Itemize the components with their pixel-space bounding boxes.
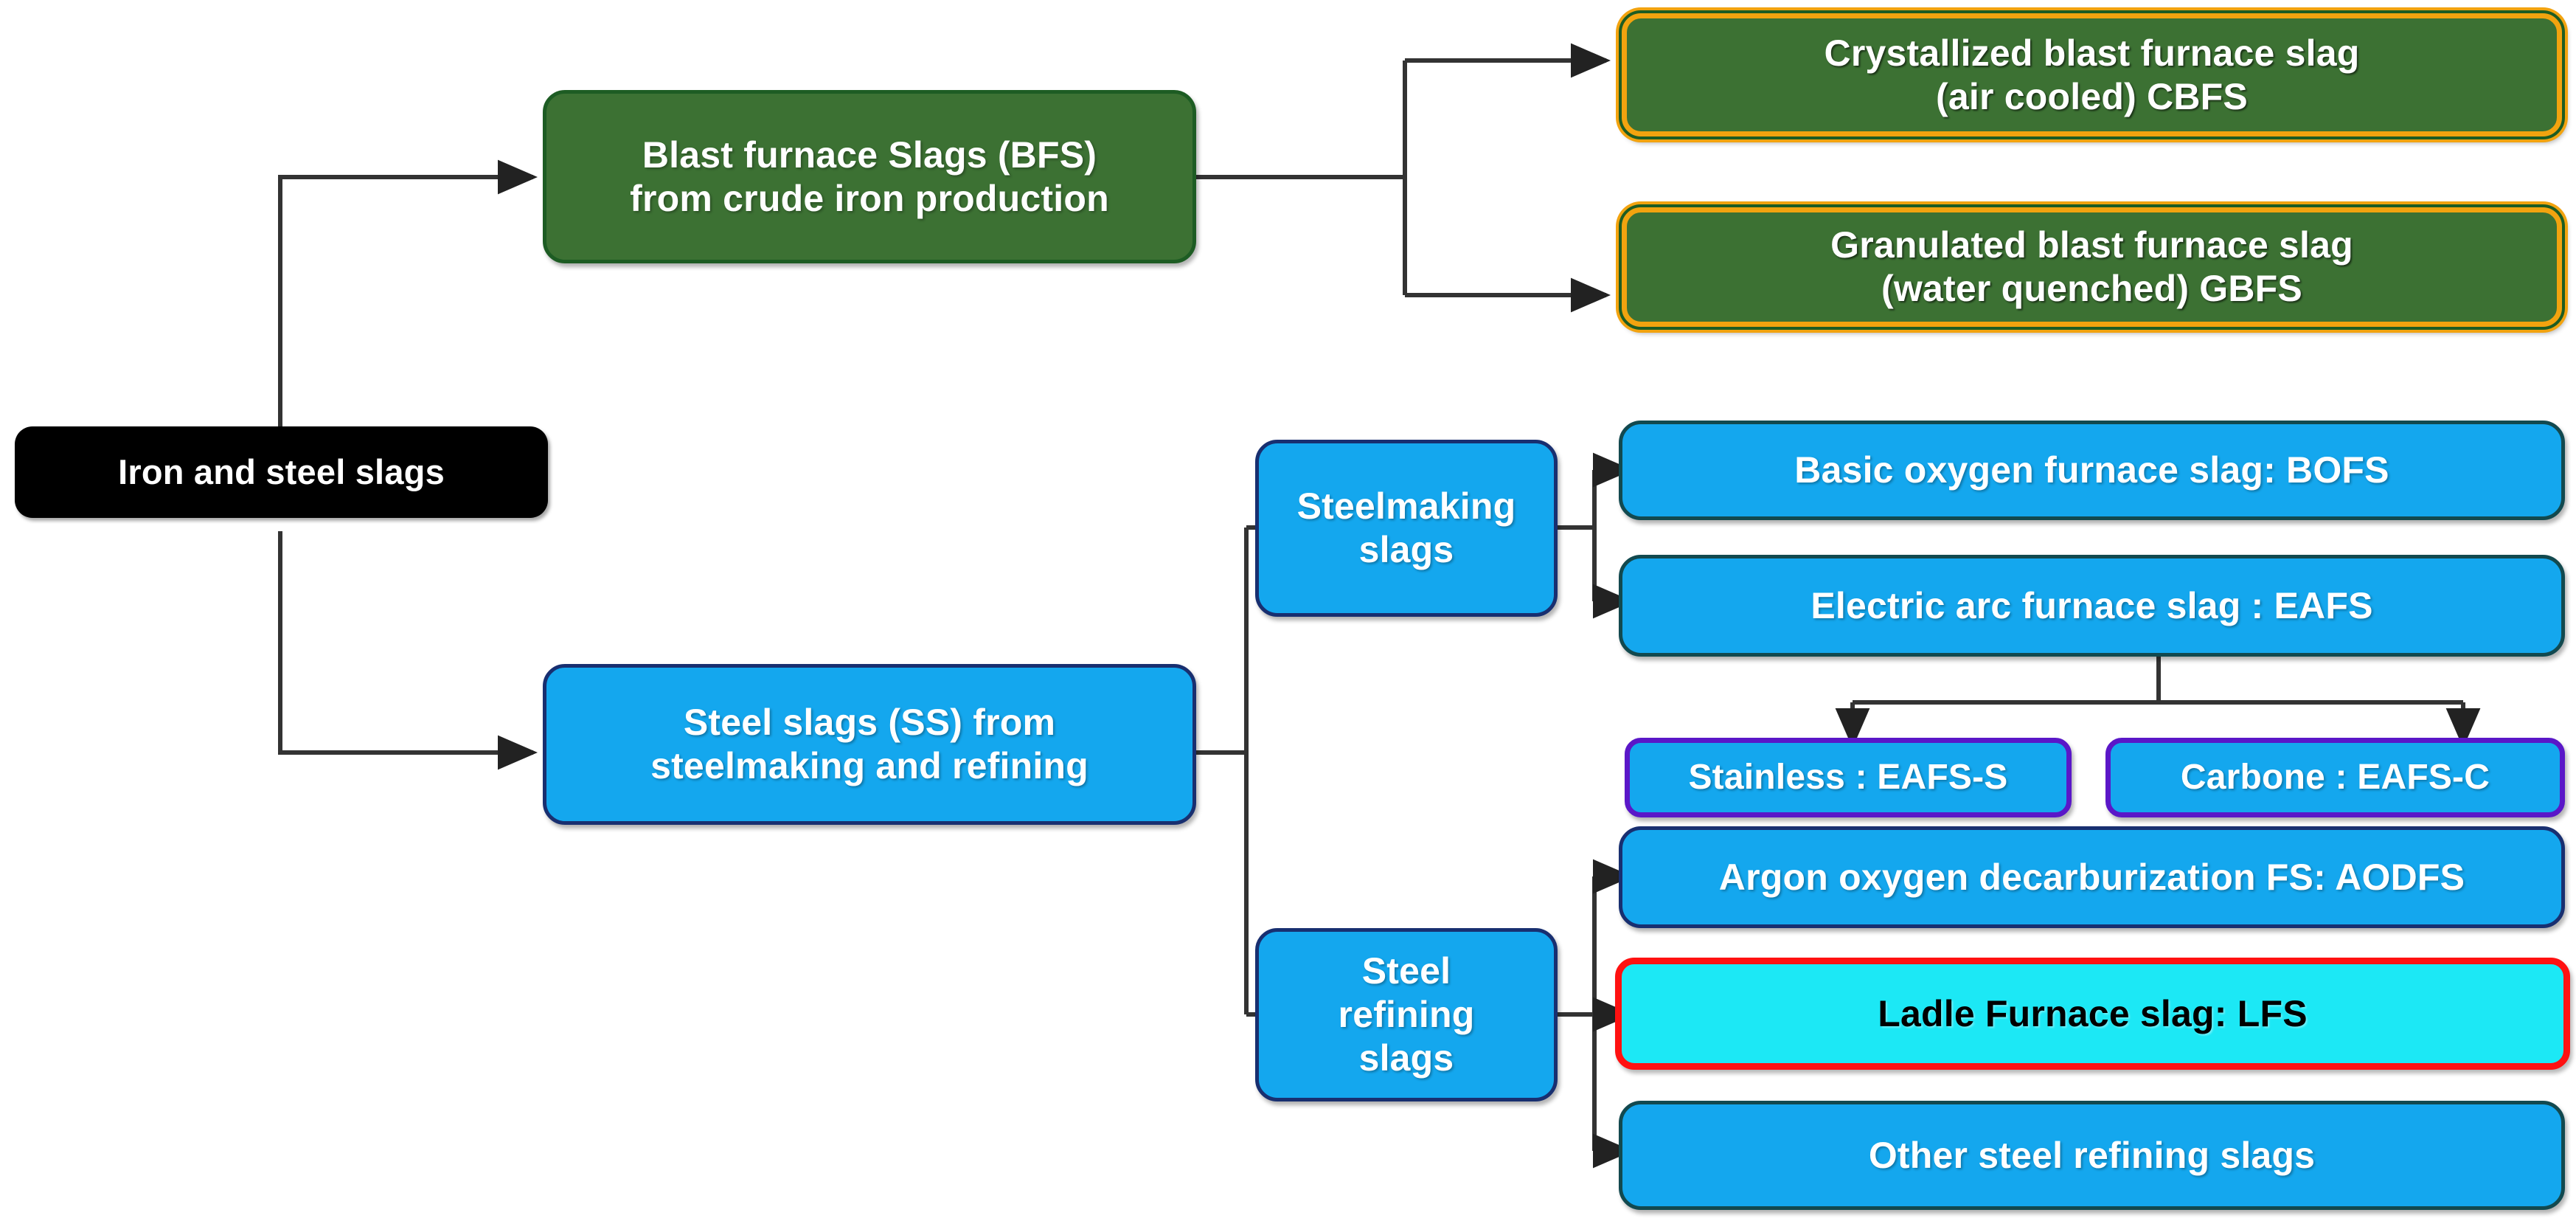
node-label-line1: Steelmaking [1296, 485, 1516, 527]
node-label-line2: (water quenched) GBFS [1881, 268, 2302, 309]
node-label-line1: Steel [1361, 950, 1451, 992]
node-ladle-furnace-slag[interactable]: Ladle Furnace slag: LFS [1615, 958, 2570, 1070]
node-iron-and-steel-slags[interactable]: Iron and steel slags [15, 426, 548, 518]
node-label-line2: refining [1338, 994, 1475, 1035]
node-other-steel-refining-slags[interactable]: Other steel refining slags [1619, 1101, 2565, 1210]
node-granulated-blast-furnace-slag[interactable]: Granulated blast furnace slag (water que… [1619, 204, 2565, 330]
edge-root-to-ss [278, 531, 538, 770]
node-electric-arc-furnace-slag[interactable]: Electric arc furnace slag : EAFS [1619, 555, 2565, 657]
node-label-line2: from crude iron production [630, 177, 1109, 219]
node-basic-oxygen-furnace-slag[interactable]: Basic oxygen furnace slag: BOFS [1619, 421, 2565, 520]
node-label-line1: Steel slags (SS) from [683, 702, 1056, 743]
node-steelmaking-slags[interactable]: Steelmaking slags [1255, 440, 1558, 617]
node-carbone-eafs-c[interactable]: Carbone : EAFS-C [2105, 738, 2565, 817]
node-label: Other steel refining slags [1868, 1134, 2316, 1176]
node-label-line2: slags [1358, 529, 1454, 570]
node-steel-slags[interactable]: Steel slags (SS) from steelmaking and re… [543, 664, 1196, 825]
node-label: Argon oxygen decarburization FS: AODFS [1718, 856, 2465, 898]
node-label: Ladle Furnace slag: LFS [1878, 992, 2308, 1034]
node-label: Iron and steel slags [118, 452, 445, 492]
node-label-line1: Granulated blast furnace slag [1830, 224, 2353, 266]
node-label: Carbone : EAFS-C [2180, 757, 2490, 797]
node-label-line1: Crystallized blast furnace slag [1824, 32, 2360, 74]
node-label-line2: steelmaking and refining [650, 745, 1089, 786]
node-crystallized-blast-furnace-slag[interactable]: Crystallized blast furnace slag (air coo… [1619, 10, 2565, 139]
node-steel-refining-slags[interactable]: Steel refining slags [1255, 928, 1558, 1101]
node-stainless-eafs-s[interactable]: Stainless : EAFS-S [1625, 738, 2072, 817]
node-label: Stainless : EAFS-S [1688, 757, 2008, 797]
node-blast-furnace-slags[interactable]: Blast furnace Slags (BFS) from crude iro… [543, 90, 1196, 263]
node-label: Electric arc furnace slag : EAFS [1811, 584, 2373, 626]
node-label-line1: Blast furnace Slags (BFS) [642, 134, 1097, 176]
node-argon-oxygen-decarburization-slag[interactable]: Argon oxygen decarburization FS: AODFS [1619, 826, 2565, 928]
node-label-line3: slags [1358, 1037, 1454, 1079]
node-label: Basic oxygen furnace slag: BOFS [1794, 449, 2389, 491]
node-label-line2: (air cooled) CBFS [1936, 75, 2248, 117]
